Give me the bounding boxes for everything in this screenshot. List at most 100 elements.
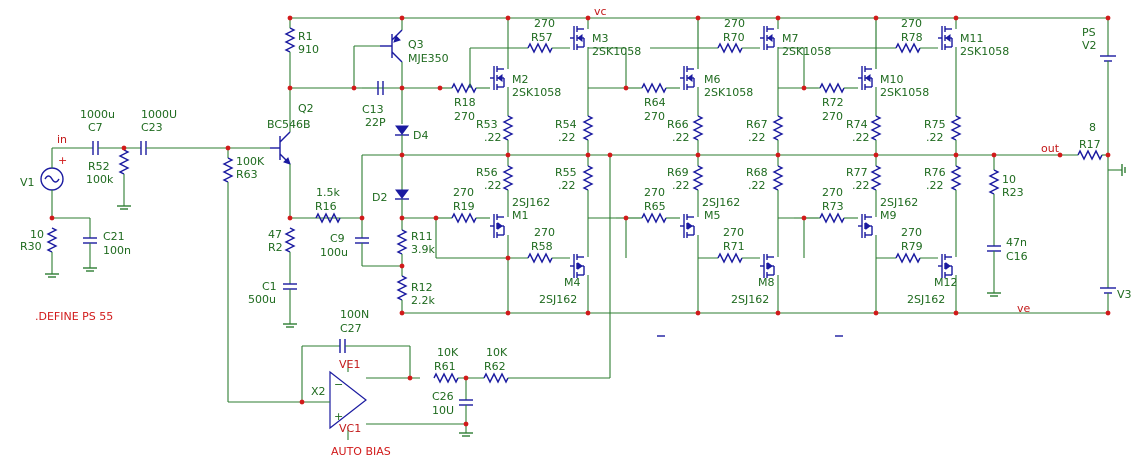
label-r78-name: R78: [901, 31, 923, 44]
label-r56-name: R56: [476, 166, 498, 179]
label-r66-value: .22: [672, 131, 690, 144]
junction-dot: [399, 310, 405, 316]
label-r54-name: R54: [555, 118, 577, 131]
mosfet-m12: [938, 254, 953, 278]
label-r57-value: 270: [534, 17, 555, 30]
resistor-r67: [773, 115, 783, 141]
label-r69-value: .22: [672, 179, 690, 192]
transistor-q3: [380, 29, 403, 63]
resistor-r30: [45, 227, 59, 278]
net-in: in: [57, 133, 67, 146]
resistor-r23: [989, 155, 999, 246]
label-r17-name: R17: [1079, 138, 1101, 151]
net-vc1: VC1: [339, 422, 361, 435]
label-r68-name: R68: [746, 166, 768, 179]
output-stage-1: [436, 18, 593, 313]
resistor-r69: [693, 165, 703, 191]
label-r72-name: R72: [822, 96, 844, 109]
resistor-r1: [285, 27, 295, 132]
label-m8-value: 2SJ162: [731, 293, 769, 306]
junction-dot: [585, 310, 591, 316]
auto-bias-label: AUTO BIAS: [331, 445, 391, 458]
input-source-v1: +: [40, 148, 67, 218]
label-r74-value: .22: [852, 131, 870, 144]
junction-dot: [775, 310, 781, 316]
label-r12-value: 2.2k: [411, 294, 435, 307]
label-m11-name: M11: [960, 32, 984, 45]
label-r76-value: .22: [926, 179, 944, 192]
mosfet-m3: [570, 26, 585, 50]
junction-dot: [695, 152, 701, 158]
resistor-r56: [503, 165, 513, 191]
label-r1-value: 910: [298, 43, 319, 56]
junction-dots: [49, 15, 1111, 427]
label-r68-value: .22: [748, 179, 766, 192]
resistor-r57: [527, 43, 553, 53]
resistor-r75: [951, 115, 961, 141]
label-m10-name: M10: [880, 73, 904, 86]
label-r79-name: R79: [901, 240, 923, 253]
label-v1: V1: [20, 176, 35, 189]
mosfet-m11: [938, 26, 953, 50]
label-c1-name: C1: [262, 280, 277, 293]
junction-dot: [407, 375, 413, 381]
label-r78-value: 270: [901, 17, 922, 30]
label-c16-value: 47n: [1006, 236, 1027, 249]
junction-dot: [623, 85, 629, 91]
mosfet-m6: [680, 66, 695, 90]
label-r62-value: 10K: [486, 346, 508, 359]
junction-dot: [585, 152, 591, 158]
label-m5-value: 2SJ162: [702, 196, 740, 209]
junction-dot: [953, 15, 959, 21]
junction-dot: [873, 152, 879, 158]
label-m8-name: M8: [758, 276, 775, 289]
label-r65-name: R65: [644, 200, 666, 213]
label-m9-value: 2SJ162: [880, 196, 918, 209]
label-r77-value: .22: [852, 179, 870, 192]
junction-dot: [873, 310, 879, 316]
label-m9-name: M9: [880, 209, 897, 222]
mosfet-m1: [490, 214, 505, 238]
label-c9-name: C9: [330, 232, 345, 245]
diode-d4: [395, 125, 409, 136]
label-r2-value: 47: [268, 228, 282, 241]
label-r16-name: R16: [315, 200, 337, 213]
junction-dot: [695, 310, 701, 316]
capacitor-c1: [283, 283, 297, 328]
junction-dot: [1057, 152, 1063, 158]
label-m3-name: M3: [592, 32, 609, 45]
svg-text:−: −: [334, 378, 343, 391]
junction-dot: [1105, 152, 1111, 158]
label-c7-name: C7: [88, 121, 103, 134]
junction-dot: [953, 310, 959, 316]
junction-dot: [775, 152, 781, 158]
label-c1-value: 500u: [248, 293, 276, 306]
label-c13-name: C13: [362, 103, 384, 116]
label-r73-value: 270: [822, 186, 843, 199]
resistor-r53: [503, 115, 513, 141]
label-r30-value: 10: [30, 228, 44, 241]
junction-dot: [399, 152, 405, 158]
label-r79-value: 270: [901, 226, 922, 239]
opamp-x2: − +: [301, 339, 420, 440]
label-c27-value: 100N: [340, 308, 369, 321]
label-c9-value: 100u: [320, 246, 348, 259]
label-r1-name: R1: [298, 30, 313, 43]
junction-dot: [359, 215, 365, 221]
capacitor-c16: [987, 245, 1001, 297]
resistor-r58: [527, 253, 553, 263]
label-r11-name: R11: [411, 230, 433, 243]
resistor-r66: [693, 115, 703, 141]
label-m1-name: M1: [512, 209, 529, 222]
label-r19-value: 270: [453, 186, 474, 199]
junction-dot: [775, 15, 781, 21]
label-m3-value: 2SK1058: [592, 45, 641, 58]
junction-dot: [399, 85, 405, 91]
junction-dot: [299, 399, 305, 405]
net-vc: vc: [594, 5, 607, 18]
resistor-r71: [717, 253, 743, 263]
supply-v3: [1100, 170, 1116, 313]
label-r72-value: 270: [822, 110, 843, 123]
junction-dot: [437, 85, 443, 91]
